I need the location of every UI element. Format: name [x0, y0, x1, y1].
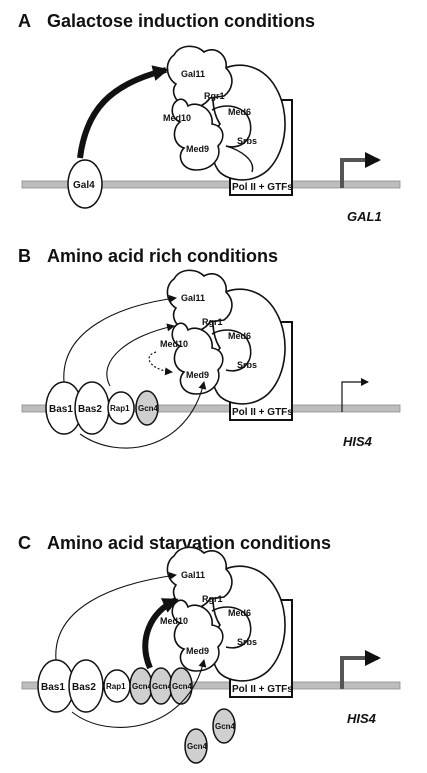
- panel-a-mediator-rgr1: Rgr1: [204, 91, 225, 101]
- panel-c-activator-gcn4-3-label: Gcn4: [172, 682, 193, 691]
- panel-c-mediator-rgr1: Rgr1: [202, 594, 223, 604]
- panel-a-dna: [21, 180, 401, 189]
- panel-b-mediator-rgr1: Rgr1: [202, 317, 223, 327]
- panel-b: B Amino acid rich conditions Pol II + GT…: [18, 246, 401, 449]
- panel-a-mediator-med9: Med9: [186, 144, 209, 154]
- panel-a-letter: A: [18, 11, 31, 31]
- panel-b-arrow-bas2: [106, 323, 175, 387]
- panel-c-arrow-bas1: [55, 572, 177, 661]
- panel-b-activator-gcn4: [135, 390, 159, 426]
- panel-c-activator-gcn4-1-label: Gcn4: [132, 682, 153, 691]
- panel-c-activator-bas2: [68, 659, 104, 713]
- panel-a-title: Galactose induction conditions: [47, 11, 315, 31]
- panel-b-mediator-shape: [210, 288, 286, 405]
- panel-c: C Amino acid starvation conditions Pol I…: [18, 533, 401, 764]
- panel-a-activator-gal4-label: Gal4: [73, 180, 95, 191]
- panel-c-activator-rap1-label: Rap1: [106, 682, 126, 691]
- panel-a-activator-gal4: [67, 159, 103, 209]
- panel-b-mediator-med10: Med10: [160, 339, 188, 349]
- panel-c-activator-gcn4-3: [169, 667, 193, 705]
- panel-c-free-gcn4-2: [212, 708, 236, 744]
- panel-c-activator-gcn4-2-label: Gcn4: [152, 682, 173, 691]
- panel-c-mediator-med10: Med10: [160, 616, 188, 626]
- panel-a-gene: GAL1: [347, 209, 382, 224]
- panel-b-mediator-srbs: Srbs: [237, 360, 257, 370]
- panel-a-mediator-gal11: Gal11: [181, 69, 205, 79]
- panel-b-activator-rap1: [107, 391, 135, 425]
- panel-c-title: Amino acid starvation conditions: [47, 533, 331, 553]
- panel-c-mediator-gal11: Gal11: [181, 570, 205, 580]
- panel-b-arrow-bottom: [79, 381, 207, 449]
- panel-c-dna: [21, 681, 401, 690]
- panel-c-arrow-bottom: [71, 659, 207, 728]
- panel-c-free-gcn4-1: [184, 728, 208, 764]
- panel-b-arrow-bas1: [63, 294, 177, 383]
- panel-b-mediator-med9: Med9: [186, 370, 209, 380]
- panel-a-activation-arrow: [77, 65, 169, 159]
- panel-b-dna: [21, 404, 401, 413]
- panel-b-mediator-gal11: Gal11: [181, 293, 205, 303]
- panel-c-activator-bas2-label: Bas2: [72, 682, 96, 693]
- panel-a: A Galactose induction conditions Pol II …: [18, 11, 401, 224]
- panel-c-big-arrow: [142, 597, 179, 670]
- panel-c-mediator-srbs: Srbs: [237, 637, 257, 647]
- panel-b-gene: HIS4: [343, 434, 373, 449]
- panel-a-mediator-med6: Med6: [228, 107, 251, 117]
- panel-b-transcription-arrow: [341, 378, 369, 412]
- panel-b-dotted-arrow: [148, 351, 173, 376]
- panel-a-transcription-arrow: [340, 152, 381, 188]
- panel-b-activator-gcn4-label: Gcn4: [138, 404, 159, 413]
- panel-b-letter: B: [18, 246, 31, 266]
- panel-a-mediator-med10: Med10: [163, 113, 191, 123]
- panel-c-mediator-med9: Med9: [186, 646, 209, 656]
- panel-b-polymerase-label: Pol II + GTFs: [232, 407, 293, 418]
- panel-b-activator-bas1-label: Bas1: [49, 404, 73, 415]
- panel-b-activator-bas2-label: Bas2: [78, 404, 102, 415]
- panel-c-letter: C: [18, 533, 31, 553]
- panel-c-free-gcn4-2-label: Gcn4: [215, 722, 236, 731]
- panel-c-polymerase-label: Pol II + GTFs: [232, 684, 293, 695]
- panel-c-mediator-med6: Med6: [228, 608, 251, 618]
- panel-a-polymerase-label: Pol II + GTFs: [232, 182, 293, 193]
- panel-b-activator-rap1-label: Rap1: [110, 404, 130, 413]
- panel-c-transcription-arrow: [340, 650, 381, 689]
- panel-b-title: Amino acid rich conditions: [47, 246, 278, 266]
- panel-c-activator-bas1-label: Bas1: [41, 682, 65, 693]
- panel-a-mediator-shape: [210, 64, 286, 181]
- panel-c-mediator-shape: [210, 565, 286, 682]
- panel-b-mediator-med6: Med6: [228, 331, 251, 341]
- panel-c-free-gcn4-1-label: Gcn4: [187, 742, 208, 751]
- panel-a-mediator-srbs: Srbs: [237, 136, 257, 146]
- panel-c-gene: HIS4: [347, 711, 377, 726]
